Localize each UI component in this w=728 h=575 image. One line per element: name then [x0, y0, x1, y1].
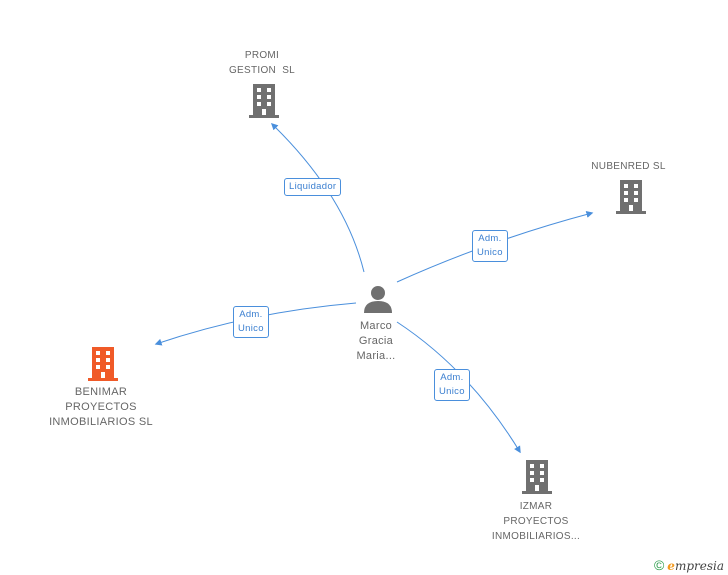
person-label-line: Gracia — [358, 335, 394, 347]
edge-label-text: Unico — [477, 247, 503, 258]
empresia-watermark: ©empresia — [654, 557, 724, 573]
person-label-line: Maria... — [356, 350, 396, 362]
promi-label-line: PROMI — [244, 50, 280, 61]
benimar-label[interactable]: BENIMAR PROYECTOS INMOBILIARIOS SL — [30, 385, 172, 430]
nubenred-building-icon[interactable] — [616, 180, 646, 214]
izmar-label-line: IZMAR — [519, 501, 553, 512]
edge-label-liquidador: Liquidador — [284, 178, 342, 196]
edge-label-text: Unico — [238, 323, 264, 334]
benimar-label-line: PROYECTOS — [65, 401, 137, 413]
izmar-label[interactable]: IZMAR PROYECTOS INMOBILIARIOS... — [476, 499, 596, 544]
benimar-label-line: BENIMAR — [74, 386, 128, 398]
promi-label[interactable]: PROMI GESTION SL — [212, 48, 312, 78]
edge-label-adm-unico: Adm. Unico — [472, 230, 508, 262]
edge-label-text: Unico — [439, 386, 465, 397]
edge-label-adm-unico: Adm. Unico — [233, 306, 269, 338]
edge-label-text: Adm. — [239, 309, 263, 320]
edge-label-text: Liquidador — [289, 181, 337, 192]
brand-logo: empresia — [667, 559, 724, 573]
promi-label-line: GESTION SL — [228, 65, 296, 76]
person-label-line: Marco — [359, 320, 393, 332]
benimar-building-icon[interactable] — [88, 347, 118, 381]
person-label[interactable]: Marco Gracia Maria... — [338, 319, 414, 364]
izmar-building-icon[interactable] — [522, 460, 552, 494]
nubenred-label[interactable]: NUBENRED SL — [576, 159, 681, 174]
copyright-icon: © — [653, 557, 665, 573]
izmar-label-line: PROYECTOS — [503, 516, 569, 527]
promi-building-icon[interactable] — [249, 84, 279, 118]
brand-initial: e — [667, 559, 675, 573]
nubenred-label-line: NUBENRED SL — [591, 161, 666, 172]
izmar-label-line: INMOBILIARIOS... — [491, 531, 581, 542]
brand-rest: mpresia — [674, 559, 724, 573]
edge-label-text: Adm. — [440, 372, 464, 383]
edge-line-to-promi — [270, 123, 365, 273]
edge-label-text: Adm. — [478, 233, 502, 244]
person-icon[interactable] — [363, 284, 393, 314]
benimar-label-line: INMOBILIARIOS SL — [49, 416, 153, 428]
edge-label-adm-unico: Adm. Unico — [434, 369, 470, 401]
